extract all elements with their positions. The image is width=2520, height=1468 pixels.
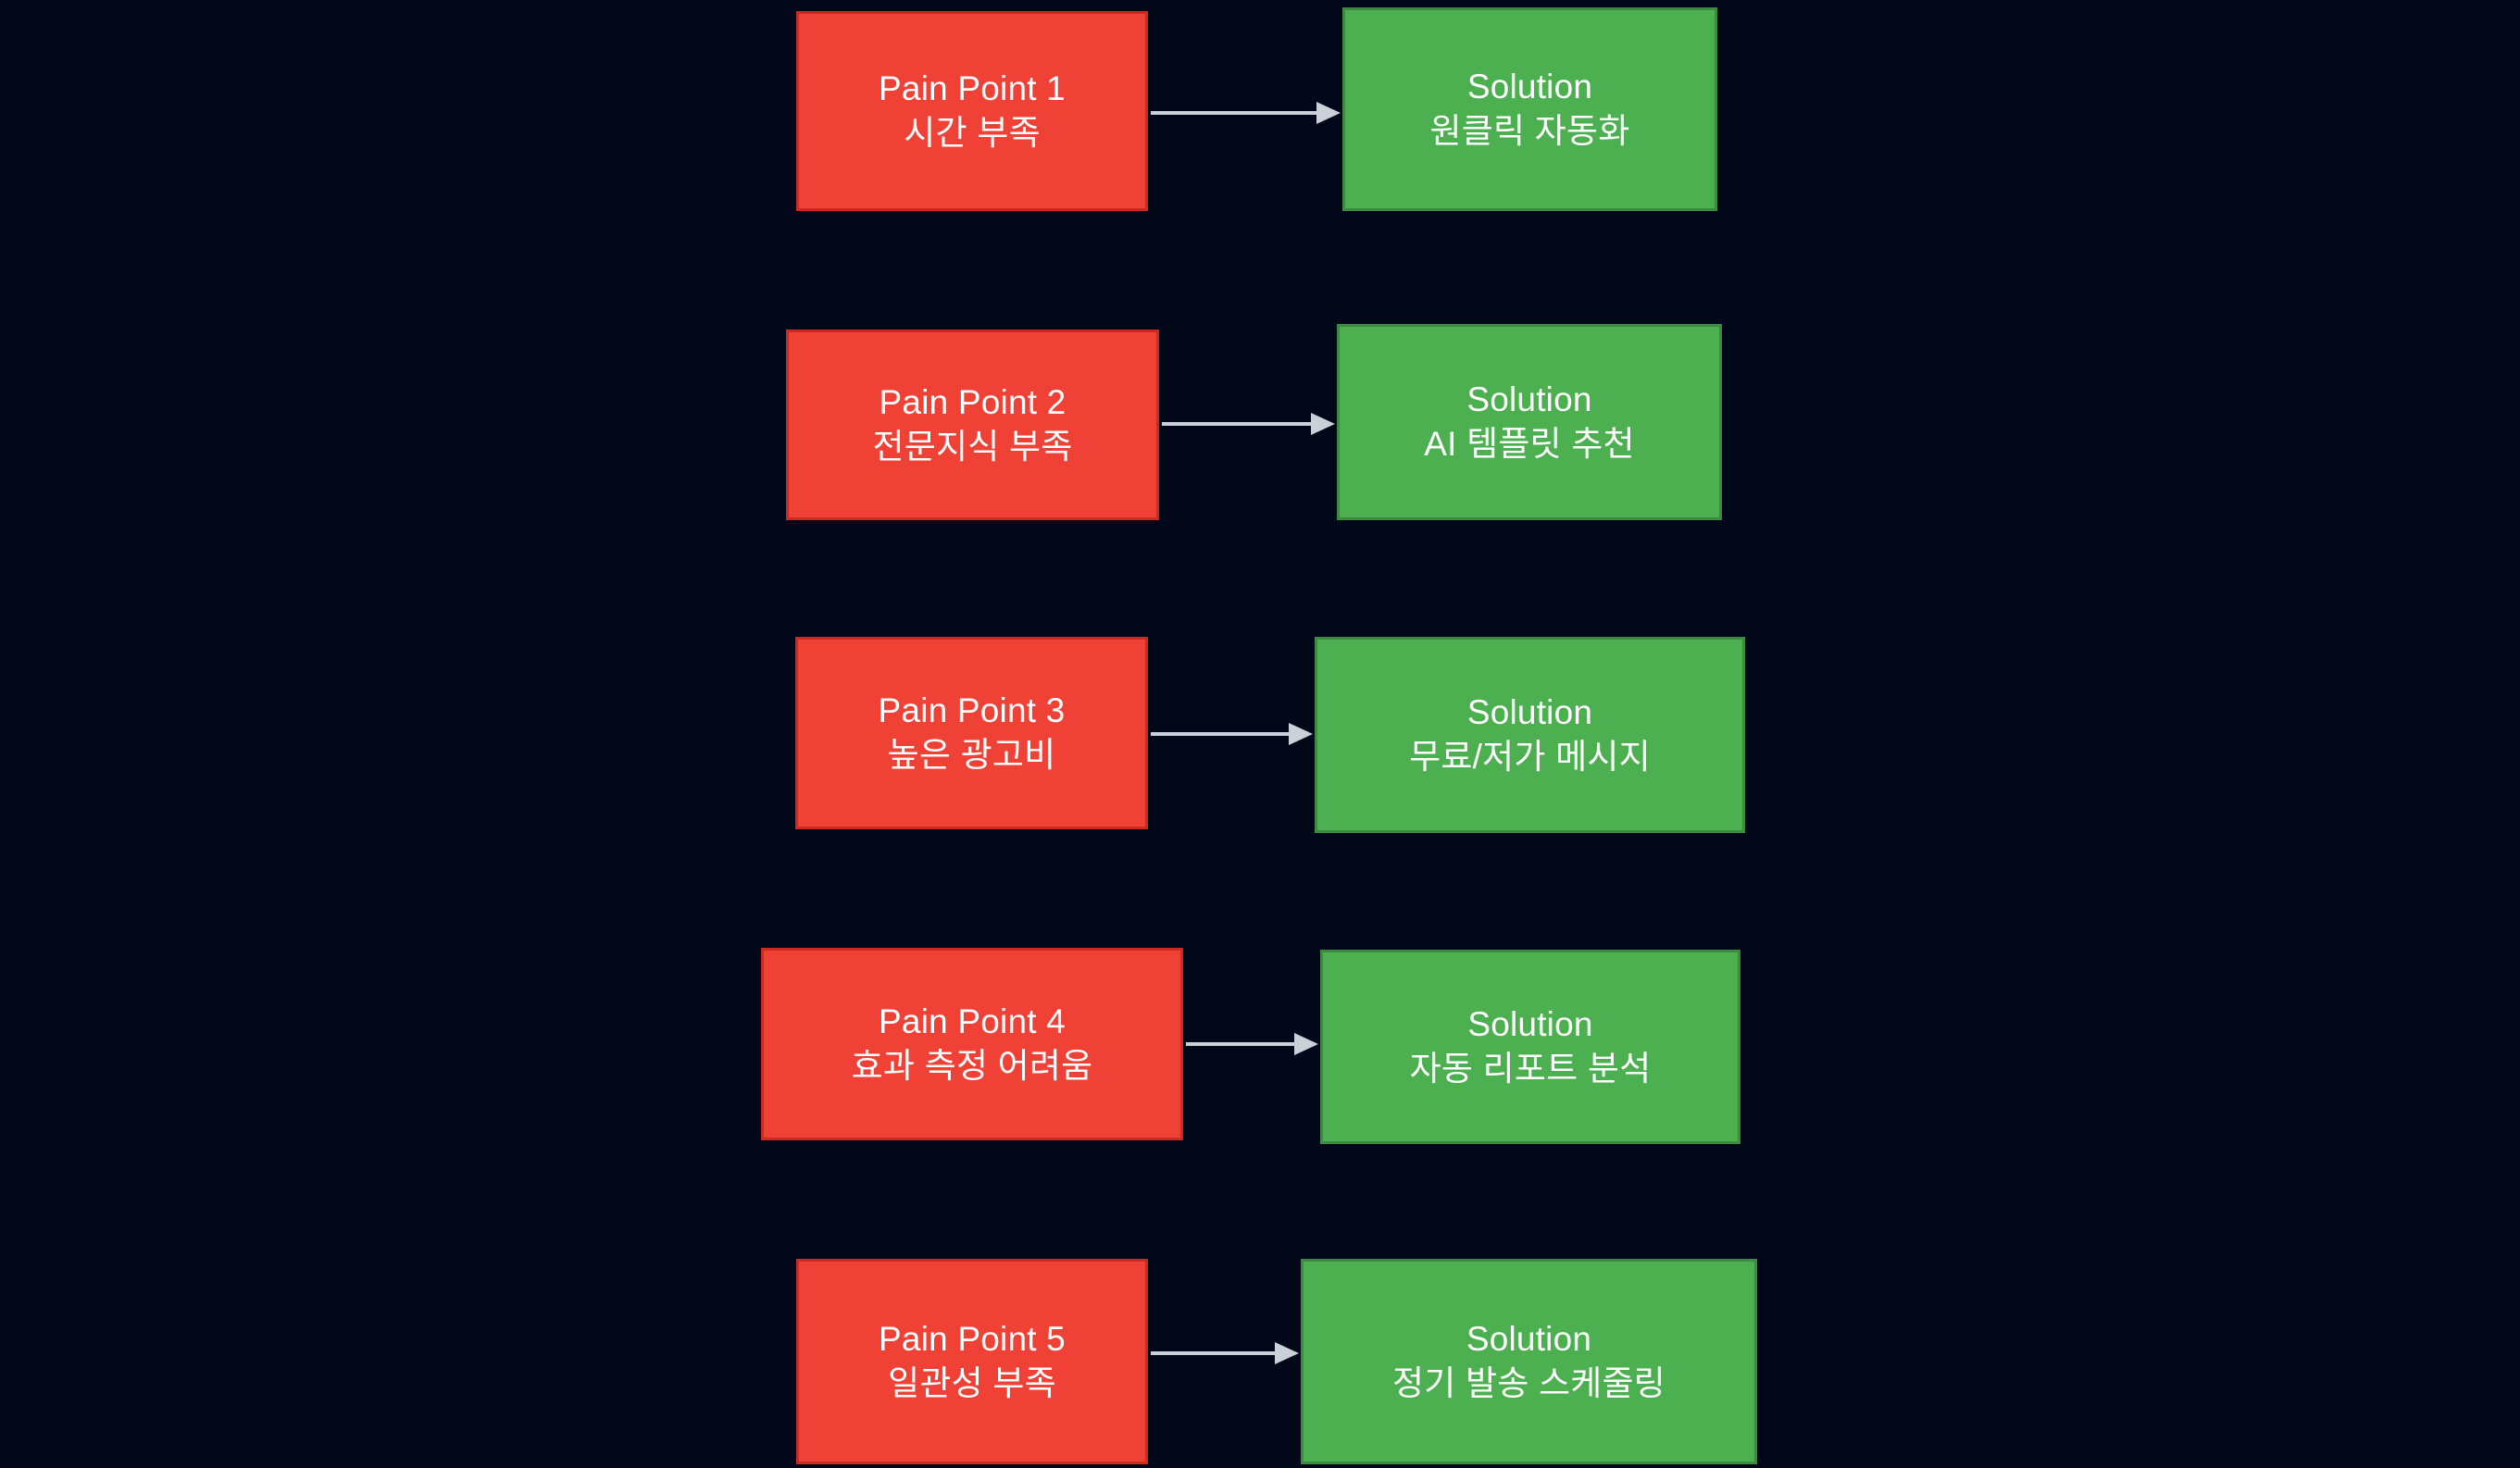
pain-point-title: Pain Point 3 [878, 690, 1066, 729]
solution-title: Solution [1466, 1319, 1592, 1358]
solution-description: 자동 리포트 분석 [1409, 1050, 1652, 1088]
solution-title: Solution [1466, 67, 1593, 106]
solution-title: Solution [1467, 1004, 1593, 1043]
solution-title: Solution [1466, 692, 1593, 731]
arrow-connector-5 [1151, 1335, 1299, 1372]
solution-node-1[interactable]: Solution 원클릭 자동화 [1342, 7, 1717, 211]
pain-point-description: 높은 광고비 [887, 736, 1056, 774]
pain-point-node-4[interactable]: Pain Point 4 효과 측정 어려움 [761, 948, 1183, 1140]
arrow-connector-2 [1162, 405, 1335, 442]
solution-description: AI 템플릿 추천 [1424, 425, 1635, 463]
pain-point-description: 일관성 부족 [888, 1364, 1056, 1402]
pain-point-description: 전문지식 부족 [872, 428, 1073, 466]
pain-point-node-3[interactable]: Pain Point 3 높은 광고비 [795, 637, 1148, 829]
pain-point-title: Pain Point 1 [879, 68, 1066, 107]
solution-node-2[interactable]: Solution AI 템플릿 추천 [1337, 324, 1722, 520]
solution-description: 원클릭 자동화 [1429, 112, 1630, 150]
pain-point-title: Pain Point 5 [879, 1319, 1066, 1358]
pain-point-node-5[interactable]: Pain Point 5 일관성 부족 [796, 1259, 1148, 1464]
solution-node-3[interactable]: Solution 무료/저가 메시지 [1315, 637, 1745, 833]
pain-point-description: 시간 부족 [904, 114, 1041, 152]
pain-point-node-1[interactable]: Pain Point 1 시간 부족 [796, 11, 1148, 211]
pain-point-description: 효과 측정 어려움 [851, 1047, 1093, 1085]
solution-node-5[interactable]: Solution 정기 발송 스케줄링 [1301, 1259, 1757, 1464]
pain-point-node-2[interactable]: Pain Point 2 전문지식 부족 [786, 330, 1159, 520]
pain-point-title: Pain Point 4 [879, 1001, 1066, 1040]
solution-description: 정기 발송 스케줄링 [1392, 1364, 1665, 1402]
arrow-connector-1 [1151, 94, 1341, 131]
pain-point-title: Pain Point 2 [879, 382, 1067, 421]
arrow-connector-4 [1186, 1026, 1318, 1063]
solution-title: Solution [1466, 379, 1592, 418]
solution-description: 무료/저가 메시지 [1409, 738, 1651, 776]
solution-node-4[interactable]: Solution 자동 리포트 분석 [1320, 950, 1740, 1144]
arrow-connector-3 [1151, 715, 1313, 753]
